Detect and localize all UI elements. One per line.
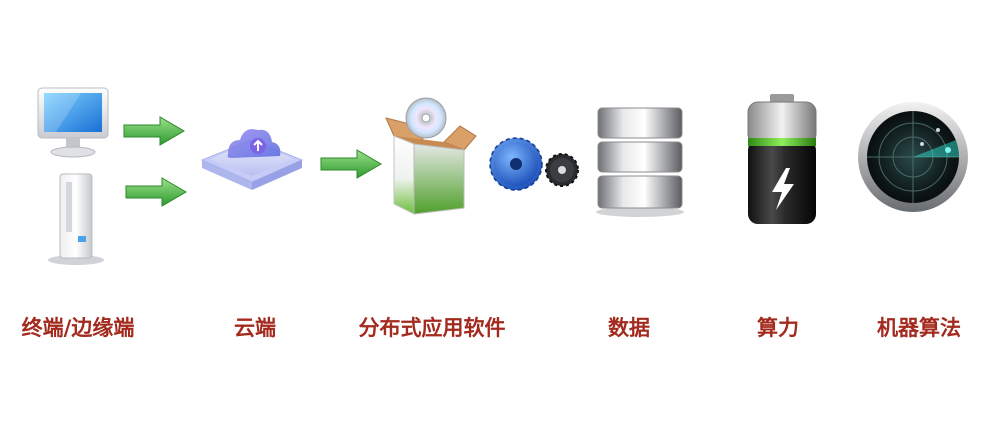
green-arrow-icon [320, 149, 382, 179]
cloud-upload-icon [200, 129, 304, 190]
radar-icon [858, 102, 968, 212]
label-cloud: 云端 [234, 316, 276, 340]
label-data: 数据 [608, 316, 650, 340]
monitor-icon [37, 87, 109, 158]
green-arrow-icon [125, 177, 187, 207]
label-distributed-software: 分布式应用软件 [358, 316, 506, 340]
database-icon [596, 107, 684, 217]
battery-icon [747, 94, 817, 224]
pc-tower-icon [48, 173, 104, 265]
label-terminal-edge: 终端/边缘端 [21, 316, 135, 340]
label-compute: 算力 [757, 316, 799, 340]
gears-icon [489, 137, 579, 191]
software-box-icon [385, 97, 477, 215]
label-ml-algorithm: 机器算法 [877, 316, 961, 340]
green-arrow-icon [123, 116, 185, 146]
